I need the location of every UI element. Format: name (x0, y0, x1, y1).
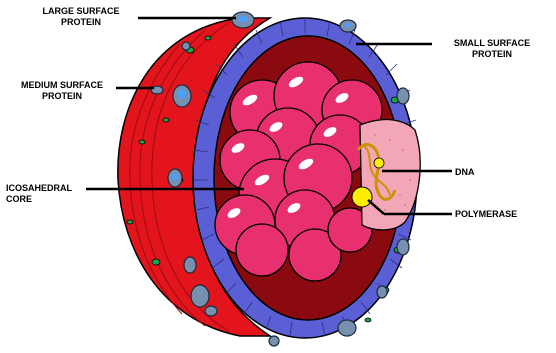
capsomere (236, 224, 288, 276)
label-large-surface-protein: LARGE SURFACE PROTEIN (22, 6, 140, 28)
label-small-surface-protein: SMALL SURFACE PROTEIN (432, 38, 552, 60)
label-icosahedral-core: ICOSAHEDRAL CORE (6, 183, 88, 205)
polymerase-large (352, 187, 372, 207)
label-medium-surface-protein: MEDIUM SURFACE PROTEIN (4, 80, 120, 102)
label-dna: DNA (455, 167, 495, 178)
label-polymerase: POLYMERASE (455, 209, 545, 220)
polymerase-small (374, 158, 384, 168)
